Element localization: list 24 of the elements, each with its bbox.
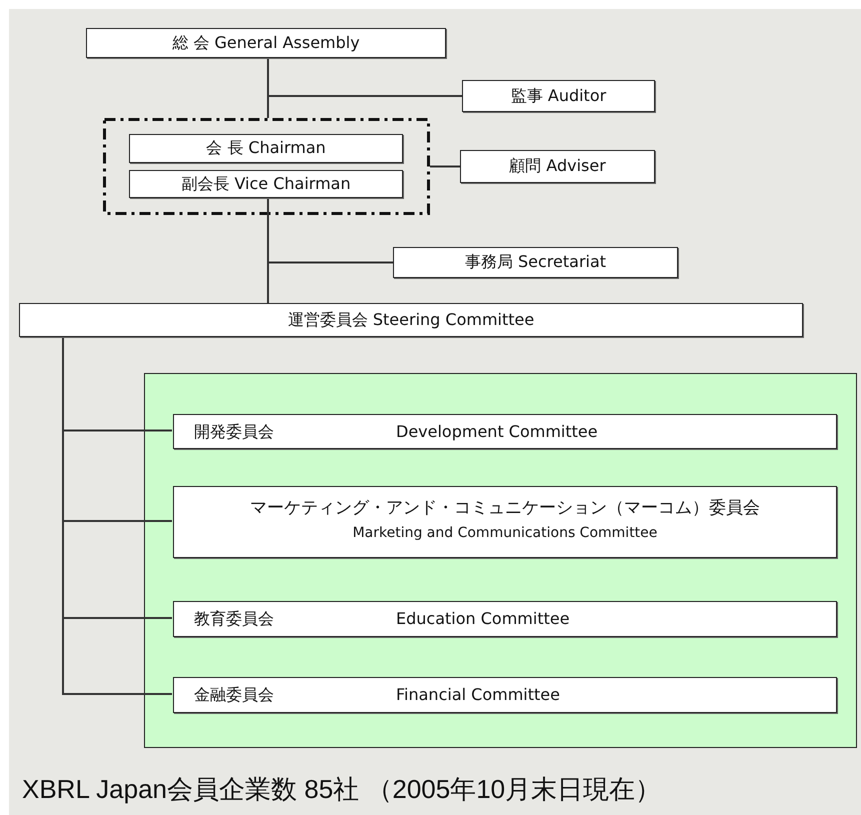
committee-name: 金融委員会	[194, 685, 274, 706]
footnote-text: XBRL Japan会員企業数 85社 （2005年10月末日現在）	[22, 773, 662, 806]
committee-box	[173, 601, 837, 637]
committee-name: 開発委員会	[194, 422, 274, 443]
org-box: 顧問 Adviser	[460, 150, 655, 183]
org-box: 総 会 General Assembly	[86, 28, 446, 58]
committee-name: 教育委員会	[194, 609, 274, 630]
connector-line	[430, 166, 460, 168]
committee-panel	[144, 373, 857, 748]
org-box: 会 長 Chairman	[129, 134, 403, 163]
org-box: 副会長 Vice Chairman	[129, 170, 403, 198]
committee-name: Financial Committee	[396, 685, 560, 704]
committee-name: Education Committee	[396, 609, 570, 628]
connector-line	[267, 58, 462, 97]
committee-name: Marketing and Communications Committee	[352, 525, 658, 541]
committee-box	[173, 677, 837, 713]
org-box: 事務局 Secretariat	[393, 247, 678, 278]
org-box: 監事 Auditor	[462, 80, 655, 112]
committee-name: Development Committee	[396, 422, 598, 441]
org-box: 運営委員会 Steering Committee	[19, 303, 803, 337]
connector-line	[267, 198, 393, 264]
committee-box	[173, 414, 837, 449]
committee-name: マーケティング・アンド・コミュニケーション（マーコム）委員会	[249, 497, 761, 519]
committee-box	[173, 486, 837, 558]
